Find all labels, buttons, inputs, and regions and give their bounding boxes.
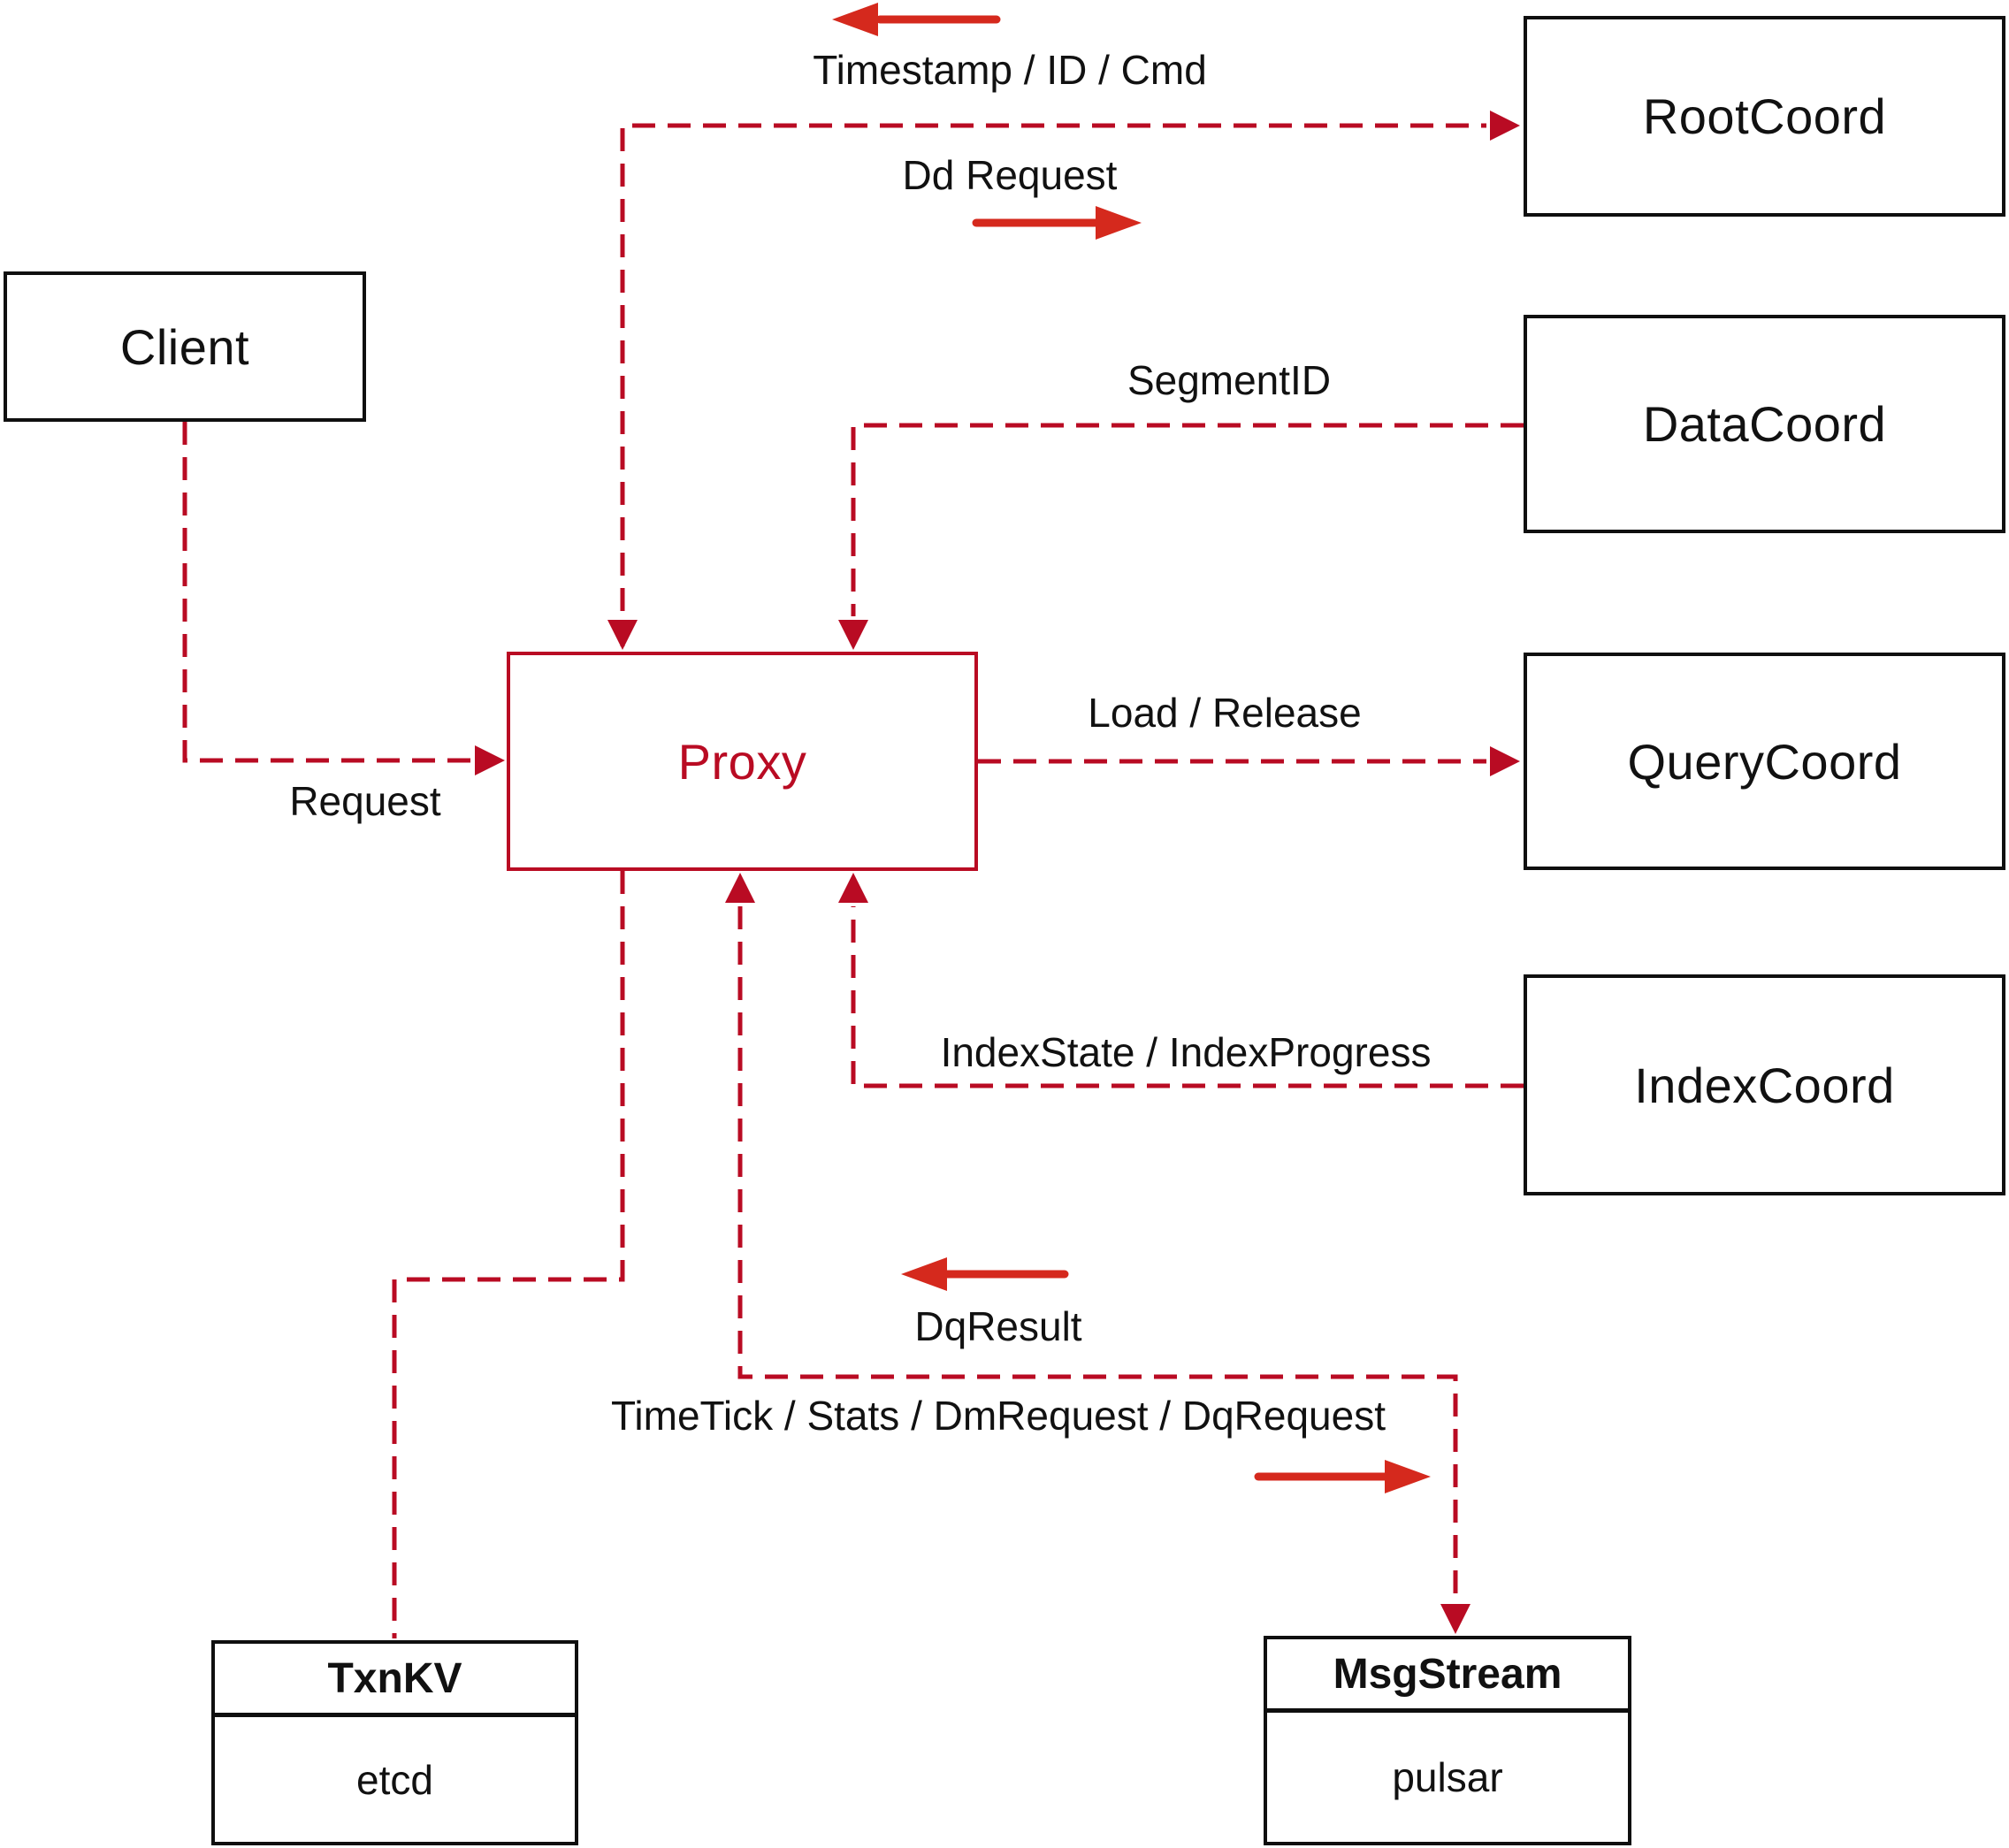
edge-label-timetick: TimeTick / Stats / DmRequest / DqRequest: [611, 1393, 1386, 1439]
msgstream-title: MsgStream: [1267, 1639, 1628, 1713]
edge-datacoord-proxy: [851, 423, 1524, 616]
arrowhead-into-proxy-bottom-right: [838, 873, 868, 903]
datacoord-label: DataCoord: [1642, 396, 1887, 452]
msgstream-body: pulsar: [1392, 1754, 1503, 1800]
edge-proxy-rootcoord: [620, 123, 1486, 646]
proxy-label: Proxy: [677, 733, 807, 790]
arrowhead-into-proxy-left: [475, 745, 505, 775]
edge-client-proxy: [182, 422, 471, 763]
indexcoord-node: IndexCoord: [1524, 974, 2005, 1195]
client-node: Client: [4, 271, 366, 422]
arrowhead-into-msgstream: [1440, 1604, 1470, 1634]
datacoord-node: DataCoord: [1524, 315, 2005, 533]
flow-arrow-timetick-right-icon: [1385, 1460, 1431, 1493]
arrowhead-into-proxy-bottom-left: [725, 873, 755, 903]
flow-arrow-timestamp-left-icon: [832, 3, 878, 36]
arrowhead-into-proxy-top-right: [838, 620, 868, 650]
proxy-node: Proxy: [507, 652, 978, 871]
rootcoord-label: RootCoord: [1642, 88, 1887, 144]
edge-label-request: Request: [289, 778, 441, 824]
txnkv-body: etcd: [356, 1756, 433, 1803]
flow-arrow-dqresult-left-icon: [901, 1257, 947, 1291]
txnkv-node: TxnKV etcd: [211, 1640, 578, 1845]
querycoord-node: QueryCoord: [1524, 653, 2005, 870]
edge-label-index-state: IndexState / IndexProgress: [940, 1029, 1432, 1075]
edge-label-segment-id: SegmentID: [1127, 357, 1332, 403]
edge-label-dq-result: DqResult: [914, 1303, 1082, 1349]
edge-label-timestamp: Timestamp / ID / Cmd: [813, 47, 1207, 93]
edge-label-load-release: Load / Release: [1088, 690, 1362, 736]
arrowhead-into-proxy-top-left: [607, 620, 638, 650]
arrowhead-into-querycoord: [1490, 746, 1520, 776]
edge-label-dd-request: Dd Request: [902, 152, 1118, 198]
txnkv-title: TxnKV: [215, 1644, 575, 1717]
querycoord-label: QueryCoord: [1627, 733, 1902, 790]
client-label: Client: [119, 318, 250, 375]
rootcoord-node: RootCoord: [1524, 16, 2005, 217]
flow-arrow-ddrequest-right-icon: [1096, 206, 1142, 240]
edge-proxy-msgstream: [737, 906, 1458, 1600]
msgstream-node: MsgStream pulsar: [1264, 1636, 1631, 1845]
indexcoord-label: IndexCoord: [1634, 1057, 1895, 1113]
edge-proxy-txnkv: [392, 871, 625, 1638]
arrowhead-into-rootcoord: [1490, 111, 1520, 141]
edge-indexcoord-proxy: [851, 906, 1524, 1088]
